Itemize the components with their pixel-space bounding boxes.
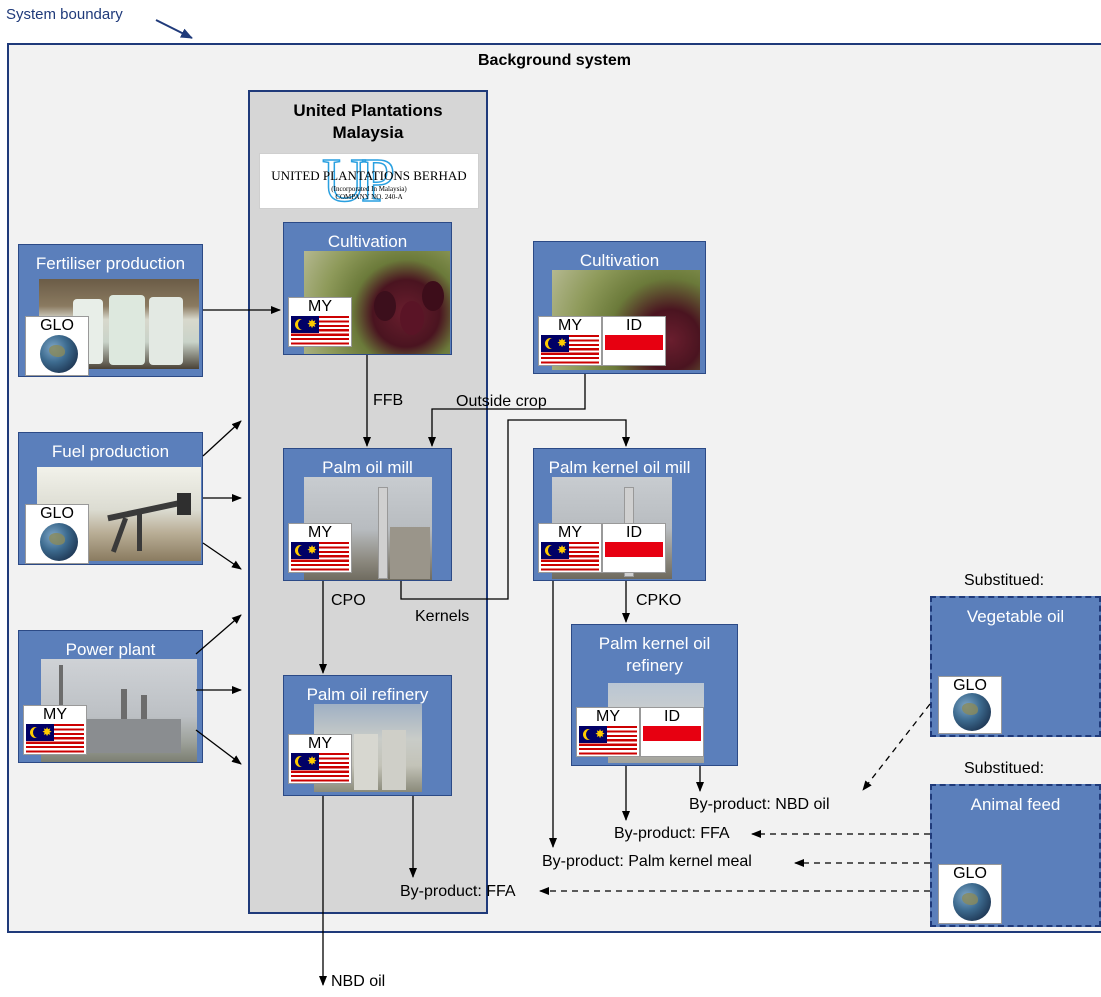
pko-mill-flag-id: ID: [602, 523, 666, 573]
pko-refinery-title-line1: Palm kernel oil: [598, 634, 711, 653]
pko-mill-region-code-id: ID: [626, 524, 642, 541]
system-boundary-pointer: [155, 19, 193, 39]
palm-oil-refinery-box: Palm oil refinery MY ✸: [283, 675, 452, 796]
malaysia-flag-icon: ✸: [541, 335, 599, 365]
flow-label-ffb: FFB: [373, 392, 404, 409]
veg-oil-region-code: GLO: [953, 677, 987, 694]
up-logo-inc: (Incorporated In Malaysia): [331, 185, 407, 193]
cultivation-outside-box: Cultivation MY ✸ ID: [533, 241, 706, 374]
flow-label-cpo: CPO: [331, 592, 366, 609]
palm-oil-mill-region-code: MY: [308, 524, 332, 541]
cultivation-outside-region-code-my: MY: [558, 317, 582, 334]
veg-oil-region-badge: GLO: [938, 676, 1002, 734]
palm-oil-refinery-region-code: MY: [308, 735, 332, 752]
pko-refinery-flag-my: MY ✸: [576, 707, 640, 757]
cultivation-up-title: Cultivation: [327, 232, 408, 251]
fertiliser-production-title: Fertiliser production: [35, 254, 186, 273]
arrow-power-3: [195, 729, 242, 765]
pko-mill-flag-my: MY ✸: [538, 523, 602, 573]
pko-mill-region-code-my: MY: [558, 524, 582, 541]
fuel-region-code: GLO: [40, 505, 74, 522]
animal-feed-caption: Substitued:: [964, 760, 1045, 777]
malaysia-flag-icon: ✸: [291, 753, 349, 783]
up-logo: UP UNITED PLANTATIONS BERHAD (Incorporat…: [259, 153, 479, 209]
pko-refinery-region-code-my: MY: [596, 708, 620, 725]
up-logo-mark: UP: [321, 153, 396, 209]
pko-refinery-box: Palm kernel oil refinery MY ✸ ID: [571, 624, 738, 766]
pko-mill-title: Palm kernel oil mill: [548, 458, 691, 477]
indonesia-flag-icon: [643, 726, 701, 756]
palm-oil-refinery-title: Palm oil refinery: [306, 685, 429, 704]
palm-oil-refinery-flag: MY ✸: [288, 734, 352, 784]
indonesia-flag-icon: [605, 542, 663, 572]
arrow-fuel-3: [202, 542, 242, 570]
power-plant-box: Power plant MY ✸: [18, 630, 203, 763]
flow-label-cpko: CPKO: [636, 592, 682, 609]
malaysia-flag-icon: ✸: [291, 542, 349, 572]
fertiliser-photo: [39, 279, 199, 369]
flow-label-nbd-oil: NBD oil: [331, 973, 386, 990]
cultivation-up-region-code: MY: [308, 298, 332, 315]
pko-mill-box: Palm kernel oil mill MY ✸ ID: [533, 448, 706, 581]
arrow-kernels: [400, 419, 630, 600]
byproduct-nbd-oil: By-product: NBD oil: [689, 796, 830, 813]
globe-icon: [40, 523, 78, 561]
globe-icon: [953, 883, 991, 921]
fertiliser-region-code: GLO: [40, 317, 74, 334]
animal-feed-box: Animal feed GLO: [930, 784, 1101, 927]
pko-refinery-region-code-id: ID: [664, 708, 680, 725]
up-panel-title-line2: Malaysia: [332, 123, 404, 142]
animal-feed-region-code: GLO: [953, 865, 987, 882]
vegetable-oil-title: Vegetable oil: [966, 607, 1065, 626]
flow-label-kernels: Kernels: [415, 608, 470, 625]
malaysia-flag-icon: ✸: [579, 726, 637, 756]
fuel-region-badge: GLO: [25, 504, 89, 564]
indonesia-flag-icon: [605, 335, 663, 365]
palm-oil-mill-title: Palm oil mill: [322, 458, 413, 477]
malaysia-flag-icon: ✸: [541, 542, 599, 572]
power-plant-title: Power plant: [65, 640, 156, 659]
globe-icon: [40, 335, 78, 373]
flow-label-outside-crop: Outside crop: [456, 393, 547, 410]
byproduct-palm-kernel-meal: By-product: Palm kernel meal: [542, 853, 752, 870]
fuel-production-title: Fuel production: [51, 442, 170, 461]
cultivation-outside-region-code-id: ID: [626, 317, 642, 334]
fuel-production-box: Fuel production GLO: [18, 432, 203, 565]
palm-oil-mill-flag: MY ✸: [288, 523, 352, 573]
palm-oil-mill-box: Palm oil mill MY ✸: [283, 448, 452, 581]
globe-icon: [953, 693, 991, 731]
arrow-power-1: [195, 614, 242, 655]
cultivation-outside-flag-id: ID: [602, 316, 666, 366]
arrow-fuel-1: [202, 420, 242, 457]
vegetable-oil-box: Vegetable oil GLO: [930, 596, 1101, 737]
power-plant-region-code: MY: [43, 706, 67, 723]
background-system-title: Background system: [478, 52, 631, 69]
up-logo-company: COMPANY NO. 240-A: [335, 193, 403, 201]
up-panel-title-line1: United Plantations: [293, 101, 443, 120]
cultivation-up-flag: MY ✸: [288, 297, 352, 347]
cultivation-outside-title: Cultivation: [579, 251, 660, 270]
fertiliser-production-box: Fertiliser production GLO: [18, 244, 203, 377]
up-logo-name: UNITED PLANTATIONS BERHAD: [271, 168, 467, 183]
arrow-outside-crop: [428, 374, 586, 447]
pko-refinery-title-line2: refinery: [626, 656, 683, 675]
pko-refinery-flag-id: ID: [640, 707, 704, 757]
system-boundary-label: System boundary: [6, 6, 123, 23]
malaysia-flag-icon: ✸: [26, 724, 84, 754]
animal-feed-title: Animal feed: [970, 795, 1061, 814]
power-plant-flag: MY ✸: [23, 705, 87, 755]
byproduct-ffa-po: By-product: FFA: [400, 883, 516, 900]
cultivation-up-box: Cultivation MY ✸: [283, 222, 452, 355]
dashed-arrow-vegoil: [862, 703, 931, 791]
fertiliser-region-badge: GLO: [25, 316, 89, 376]
byproduct-ffa-pko: By-product: FFA: [614, 825, 730, 842]
malaysia-flag-icon: ✸: [291, 316, 349, 346]
veg-oil-caption: Substitued:: [964, 572, 1045, 589]
animal-feed-region-badge: GLO: [938, 864, 1002, 924]
cultivation-outside-flag-my: MY ✸: [538, 316, 602, 366]
